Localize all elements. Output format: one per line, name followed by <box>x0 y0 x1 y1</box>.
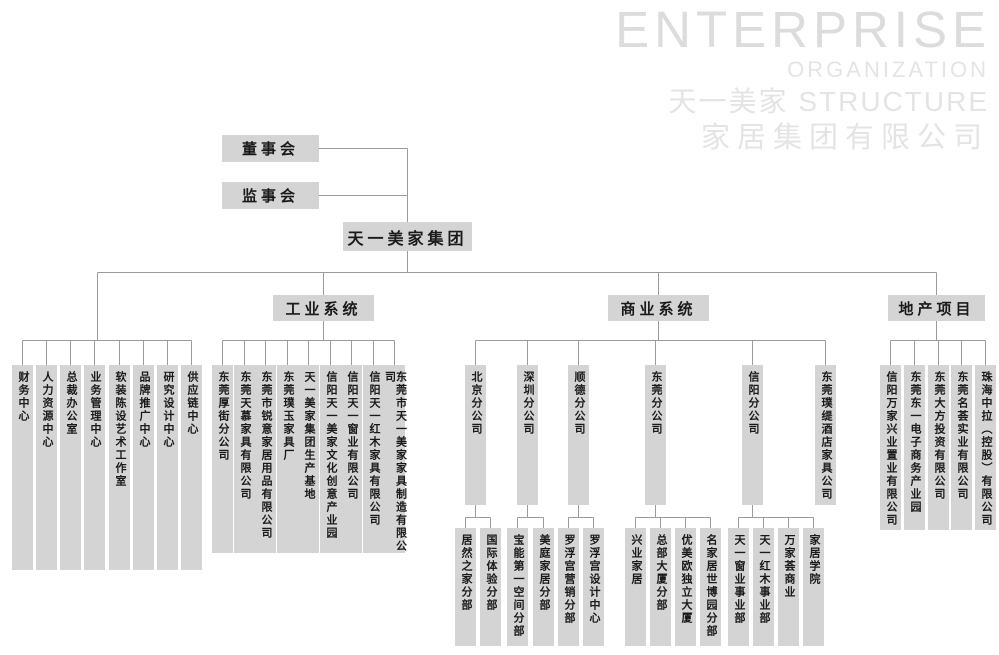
node-label: 国际体验分部 <box>485 534 497 612</box>
node-president-office: 总裁办公室 <box>60 365 81 570</box>
node-label: 信阳天一窗业有限公司 <box>346 371 358 501</box>
node-label: 信阳天一红木家具有限公司 <box>368 371 380 527</box>
node-label: 东莞璞玉家具厂 <box>282 371 294 462</box>
node-supervisory-board: 监事会 <box>222 182 319 209</box>
node-ruiyi-homeware: 东莞市锐意家居用品有限公司 <box>255 365 276 553</box>
node-label: 研究设计中心 <box>162 371 174 449</box>
node-label: 优美欧独立大厦 <box>680 534 692 625</box>
node-puyu-furniture-factory: 东莞璞玉家具厂 <box>277 365 298 553</box>
node-home-academy: 家居学院 <box>803 528 824 646</box>
node-label: 北京分公司 <box>470 371 482 436</box>
node-shunde-branch: 顺德分公司 <box>568 365 589 505</box>
node-houjie-branch: 东莞厚街分公司 <box>212 365 233 553</box>
node-minghui-industrial: 东莞名荟实业有限公司 <box>951 365 972 530</box>
node-label: 总裁办公室 <box>65 371 77 436</box>
watermark-company-name: 家居集团有限公司 <box>700 122 989 154</box>
node-research-design-center: 研究设计中心 <box>157 365 178 570</box>
node-label: 信阳分公司 <box>747 371 759 436</box>
node-window-business-dept: 天一窗业事业部 <box>728 528 749 646</box>
node-hq-tower-division: 总部大厦分部 <box>650 528 671 646</box>
node-youmeiou-tower: 优美欧独立大厦 <box>675 528 696 646</box>
node-label: 总部大厦分部 <box>655 534 667 612</box>
node-label: 天一窗业事业部 <box>733 534 745 625</box>
node-board-of-directors: 董事会 <box>222 135 319 162</box>
node-puti-hotel-furniture: 东莞璞缇酒店家具公司 <box>815 365 836 505</box>
node-label: 信阳万家兴业置业有限公司 <box>885 371 897 527</box>
node-xinyang-cultural-park: 信阳天一美家文化创意产业园 <box>320 365 341 553</box>
node-beijing-branch: 北京分公司 <box>465 365 486 505</box>
node-label: 宝能第一空间分部 <box>512 534 524 638</box>
node-xinyang-window-co: 信阳天一窗业有限公司 <box>341 365 362 553</box>
node-juranzhijia-division: 居然之家分部 <box>455 528 476 646</box>
node-label: 财务中心 <box>17 371 29 423</box>
node-label: 兴业家居 <box>630 534 642 586</box>
node-shenzhen-branch: 深圳分公司 <box>517 365 538 505</box>
node-group-production-base: 天一美家集团生产基地 <box>298 365 319 553</box>
node-label: 美庭家居分部 <box>538 534 550 612</box>
node-label: 东莞厚街分公司 <box>217 371 229 462</box>
node-label: 罗浮宫设计中心 <box>588 534 600 625</box>
node-dongguan-branch: 东莞分公司 <box>645 365 666 505</box>
node-commercial-system: 商业系统 <box>608 295 709 321</box>
node-louvre-design-center: 罗浮宫设计中心 <box>583 528 604 646</box>
node-label: 人力资源中心 <box>41 371 53 449</box>
node-xinyang-redwood-furniture: 信阳天一红木家具有限公司 <box>363 365 384 553</box>
node-realestate-projects: 地产项目 <box>888 295 985 321</box>
node-label: 品牌推广中心 <box>138 371 150 449</box>
node-louvre-marketing-division: 罗浮宫营销分部 <box>558 528 579 646</box>
node-label: 东莞大方投资有限公司 <box>933 371 945 501</box>
node-label: 东莞天慕家具有限公司 <box>239 371 251 501</box>
node-tianyi-furniture-mfg: 东莞市天一美家家具制造有限公司 <box>383 365 407 553</box>
node-label: 东莞市天一美家家具制造有限公司 <box>383 371 407 553</box>
node-wanjiaxing-realestate: 信阳万家兴业置业有限公司 <box>880 365 901 530</box>
node-meiting-home-division: 美庭家居分部 <box>533 528 554 646</box>
node-label: 罗浮宫营销分部 <box>563 534 575 625</box>
node-label: 天一美家集团生产基地 <box>303 371 315 501</box>
node-label: 居然之家分部 <box>460 534 472 612</box>
node-label: 天一红木事业部 <box>758 534 770 625</box>
node-dafang-investment: 东莞大方投资有限公司 <box>928 365 949 530</box>
node-label: 信阳天一美家文化创意产业园 <box>325 371 337 540</box>
node-label: 软装陈设艺术工作室 <box>114 371 126 488</box>
node-intl-experience-division: 国际体验分部 <box>480 528 501 646</box>
node-finance-center: 财务中心 <box>12 365 33 570</box>
watermark-enterprise: ENTERPRISE <box>615 1 991 58</box>
watermark-organization: ORGANIZATION <box>787 57 989 82</box>
node-hr-center: 人力资源中心 <box>36 365 57 570</box>
node-label: 万家荟商业 <box>783 534 795 599</box>
node-label: 东莞东一电子商务产业园 <box>909 371 921 514</box>
node-xingye-home: 兴业家居 <box>625 528 646 646</box>
node-label: 顺德分公司 <box>573 371 585 436</box>
node-xinyang-branch: 信阳分公司 <box>742 365 763 505</box>
node-wanjiahui-commercial: 万家荟商业 <box>778 528 799 646</box>
node-label: 珠海中拉（控股）有限公司 <box>980 371 992 527</box>
node-label: 东莞分公司 <box>650 371 662 436</box>
node-dongyi-ecommerce-park: 东莞东一电子商务产业园 <box>904 365 925 530</box>
node-baoneng-first-space-division: 宝能第一空间分部 <box>507 528 528 646</box>
node-label: 名家居世博园分部 <box>705 534 717 638</box>
node-supply-chain-center: 供应链中心 <box>181 365 202 570</box>
node-label: 业务管理中心 <box>89 371 101 449</box>
node-mingjiaju-expo-division: 名家居世博园分部 <box>700 528 721 646</box>
node-industrial-system: 工业系统 <box>273 295 374 321</box>
node-label: 东莞名荟实业有限公司 <box>956 371 968 501</box>
node-redwood-business-dept: 天一红木事业部 <box>753 528 774 646</box>
node-brand-promotion-center: 品牌推广中心 <box>133 365 154 570</box>
node-zhuhai-zhongla-holdings: 珠海中拉（控股）有限公司 <box>975 365 996 530</box>
node-label: 东莞璞缇酒店家具公司 <box>820 371 832 501</box>
watermark-structure-line: 天一美家 STRUCTURE <box>668 86 989 117</box>
node-label: 家居学院 <box>808 534 820 586</box>
node-label: 供应链中心 <box>186 371 198 436</box>
node-business-mgmt-center: 业务管理中心 <box>84 365 105 570</box>
node-group-hq: 天一美家集团 <box>343 222 472 251</box>
node-tianmu-furniture: 东莞天慕家具有限公司 <box>234 365 255 553</box>
node-label: 东莞市锐意家居用品有限公司 <box>260 371 272 540</box>
node-label: 深圳分公司 <box>522 371 534 436</box>
node-soft-deco-art-studio: 软装陈设艺术工作室 <box>109 365 130 570</box>
